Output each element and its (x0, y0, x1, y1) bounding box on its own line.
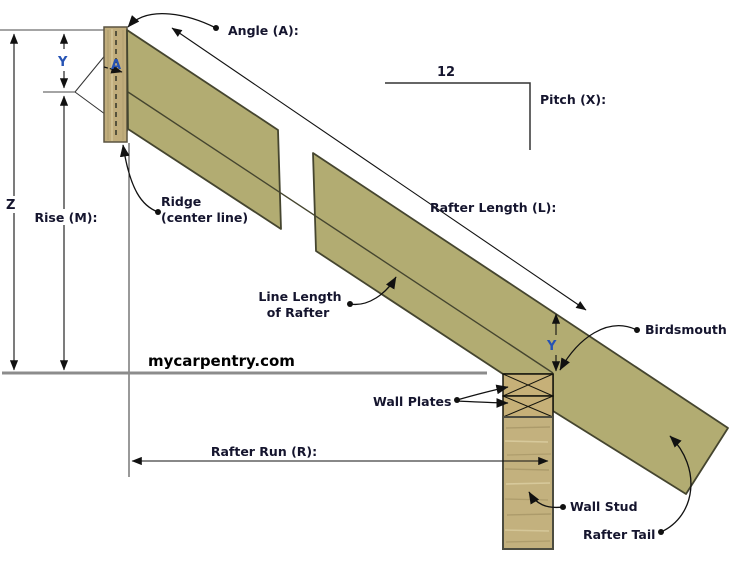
line-length-label-line1: Line Length (258, 289, 341, 304)
line-length-label-line2: of Rafter (267, 305, 330, 320)
ridge-board (103, 26, 128, 143)
birdsmouth-leader (559, 325, 640, 371)
rafter-board-upper-section (126, 29, 282, 230)
pitch-rise-value: 12 (437, 65, 455, 80)
rafter-tail-leader (658, 435, 692, 535)
z-label: Z (6, 198, 15, 213)
a-letter-label: A (111, 58, 121, 73)
ridge-label-line2: (center line) (161, 210, 248, 225)
ridge-label-line1: Ridge (161, 194, 201, 209)
pitch-label: Pitch (X): (540, 92, 606, 107)
line-length-leader (347, 276, 397, 307)
angle-a-pointer (103, 64, 123, 74)
wall-stud-board (502, 416, 554, 550)
ridge-leader (119, 144, 161, 215)
angle-label: Angle (A): (228, 23, 299, 38)
wall-plates-leader (454, 384, 509, 408)
wall-plate-bottom (502, 395, 554, 418)
y-birdsmouth-label: Y (546, 339, 557, 354)
y-top-label: Y (57, 55, 68, 70)
rafter-length-label: Rafter Length (L): (430, 200, 556, 215)
rafter-tail-label: Rafter Tail (583, 527, 655, 542)
rafter-length-dimension (171, 27, 587, 311)
rafter-run-label: Rafter Run (R): (211, 444, 317, 459)
birdsmouth-label: Birdsmouth (645, 322, 727, 337)
angle-leader (127, 13, 219, 31)
pitch-triangle-symbol (385, 82, 531, 150)
wall-plate-top (502, 373, 554, 397)
wall-plates-label: Wall Plates (373, 394, 451, 409)
rise-label: Rise (M): (34, 210, 97, 225)
line-length-measuring-line (127, 91, 554, 374)
z-dimension (3, 33, 20, 371)
site-brand-text: mycarpentry.com (148, 352, 295, 370)
wall-stud-leader (528, 491, 566, 510)
rise-dimension (35, 95, 98, 371)
wall-stud-label: Wall Stud (570, 499, 638, 514)
